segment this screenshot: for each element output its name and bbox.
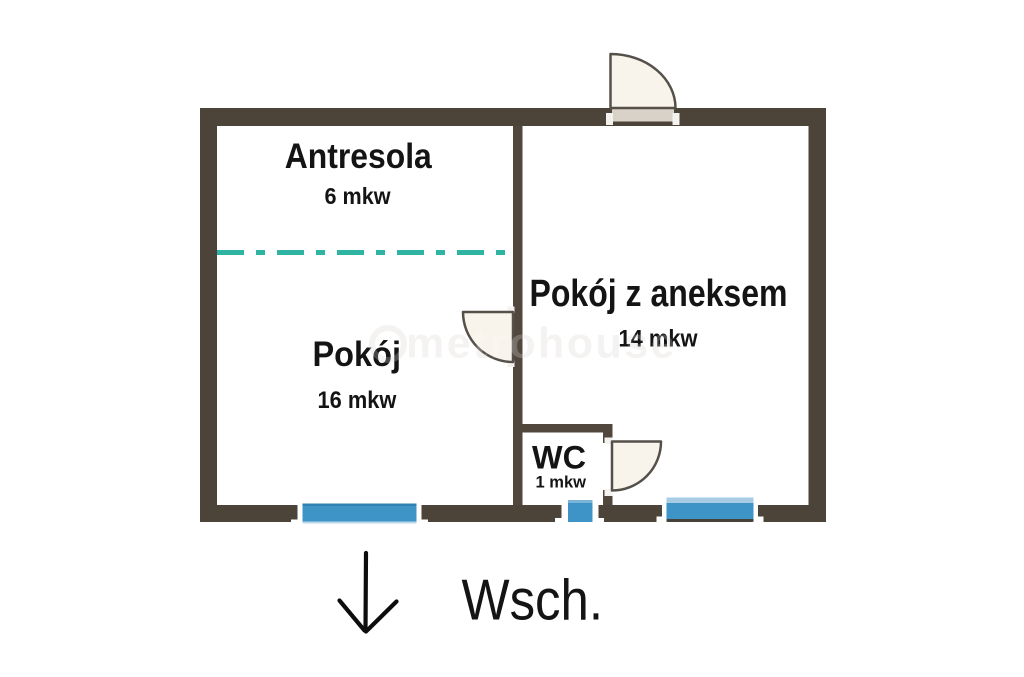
svg-text:Antresola: Antresola (285, 136, 432, 176)
svg-text:WC: WC (532, 440, 586, 476)
svg-text:metrohouse: metrohouse (406, 320, 677, 368)
svg-text:1 mkw: 1 mkw (536, 473, 587, 492)
svg-text:Pokój: Pokój (313, 334, 402, 374)
svg-text:16 mkw: 16 mkw (318, 387, 398, 414)
svg-text:Wsch.: Wsch. (462, 569, 604, 633)
svg-text:14 mkw: 14 mkw (619, 326, 699, 353)
svg-text:6 mkw: 6 mkw (325, 183, 391, 209)
svg-text:Pokój z aneksem: Pokój z aneksem (530, 273, 788, 315)
svg-text:metrohouse: metrohouse (406, 320, 677, 368)
